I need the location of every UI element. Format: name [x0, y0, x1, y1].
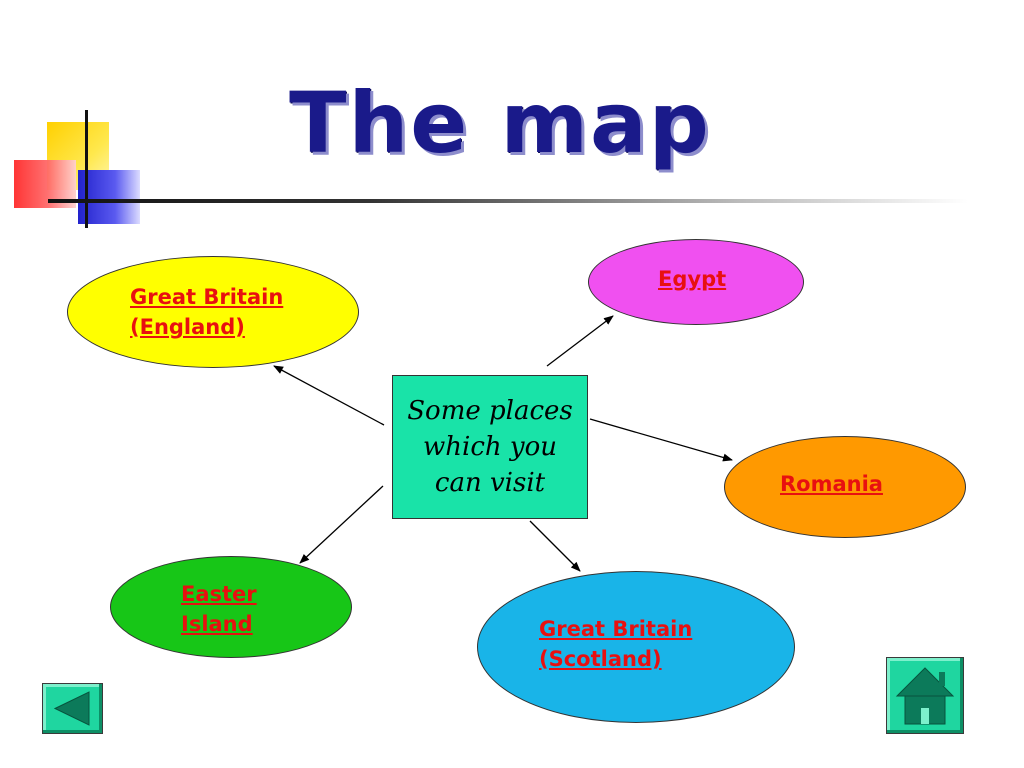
link-line-1: Romania: [780, 472, 883, 496]
link-line-1: Easter: [181, 582, 257, 606]
link-egypt[interactable]: Egypt: [658, 264, 726, 294]
romania-ellipse: [724, 436, 966, 538]
easter-island-ellipse: [110, 556, 352, 658]
link-line-2: Island: [181, 612, 253, 636]
arrow-to-scotland: [529, 520, 581, 572]
title-underline: [48, 199, 968, 203]
link-line-1: Egypt: [658, 267, 727, 291]
center-topic-box: Some places which you can visit: [392, 375, 588, 519]
link-great-britain-england[interactable]: Great Britain (England): [130, 282, 283, 342]
slide-title: The map: [289, 74, 711, 172]
back-button[interactable]: [42, 683, 103, 734]
scotland-ellipse: [477, 571, 795, 723]
link-line-1: Great Britain: [130, 285, 284, 309]
arrow-to-england: [273, 365, 385, 426]
egypt-ellipse: [588, 239, 804, 325]
arrow-to-egypt: [546, 315, 614, 367]
england-ellipse: [67, 256, 359, 368]
house-icon: [895, 667, 955, 725]
home-button[interactable]: [886, 657, 964, 734]
arrow-to-romania: [589, 418, 733, 462]
center-text-line: which you: [423, 432, 557, 462]
decorative-blue-square: [78, 170, 140, 224]
center-text-line: can visit: [434, 468, 546, 498]
link-line-1: Great Britain: [539, 617, 693, 641]
arrow-to-easter-island: [299, 485, 384, 564]
triangle-left-icon: [53, 691, 90, 726]
link-easter-island[interactable]: Easter Island: [181, 579, 257, 639]
link-great-britain-scotland[interactable]: Great Britain (Scotland): [539, 614, 692, 674]
decorative-vertical-line: [85, 110, 88, 228]
link-romania[interactable]: Romania: [780, 469, 883, 499]
link-line-2: (England): [130, 315, 245, 339]
center-text-line: Some places: [407, 396, 573, 426]
link-line-2: (Scotland): [539, 647, 662, 671]
